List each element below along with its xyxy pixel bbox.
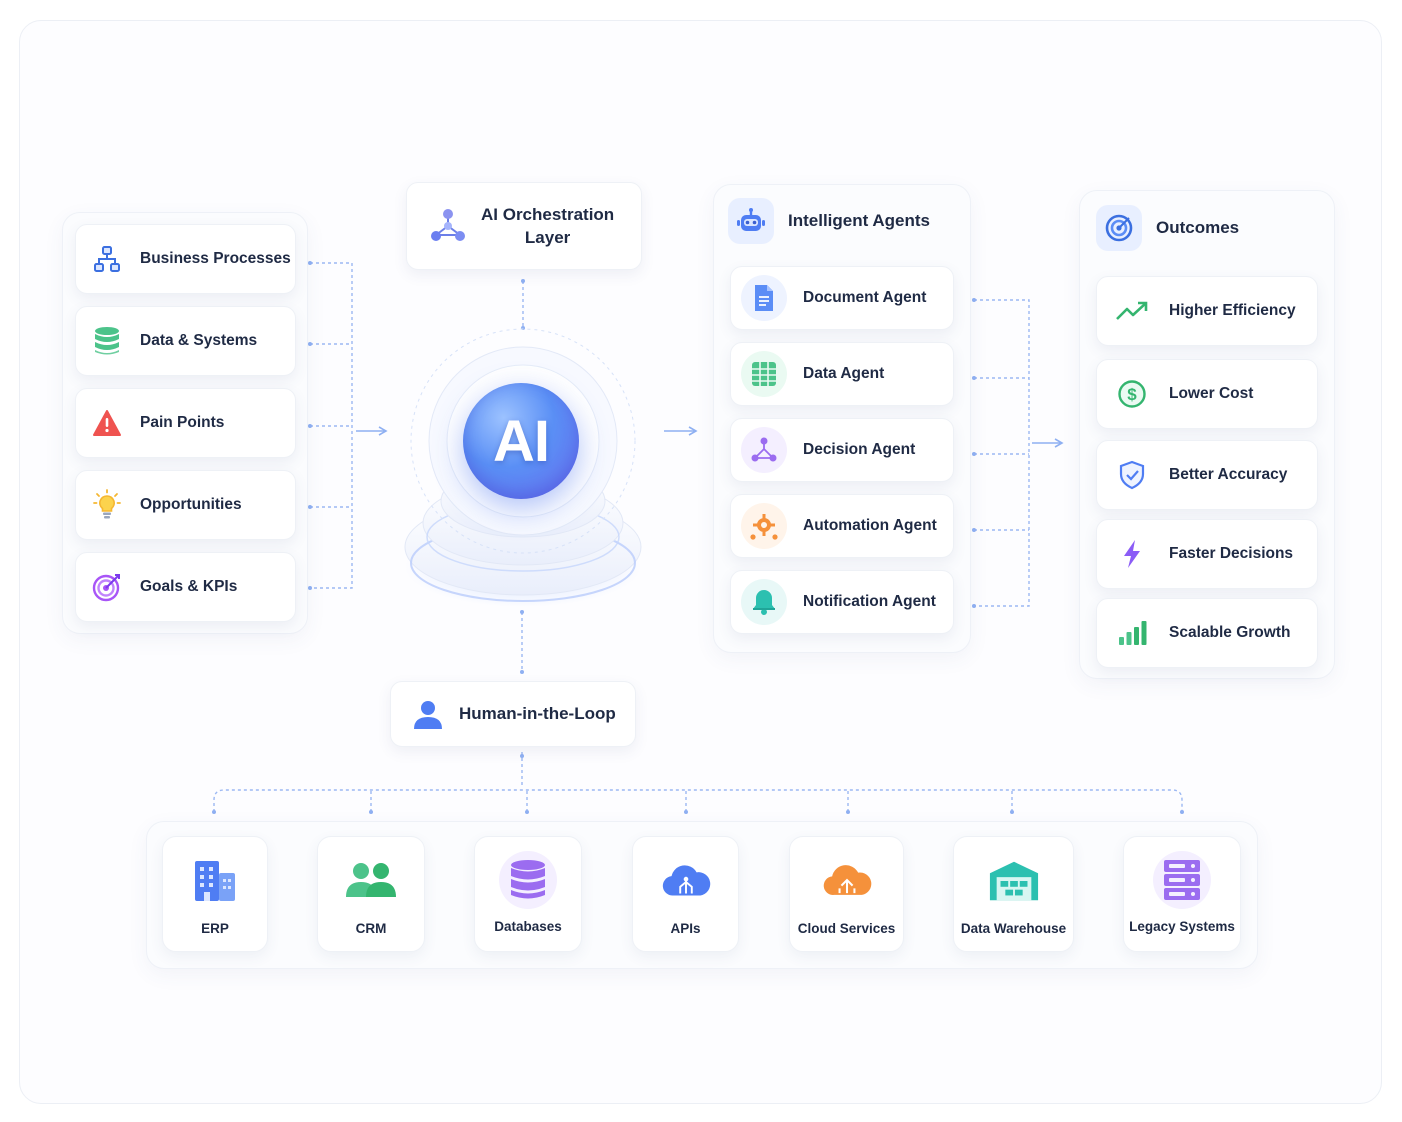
database-icon (499, 851, 557, 909)
system-label: Legacy Systems (1129, 919, 1235, 934)
cloud-network-icon (660, 855, 712, 907)
decision-tree-icon (741, 427, 787, 473)
grid-table-icon (741, 351, 787, 397)
system-label: Cloud Services (797, 921, 896, 936)
agents-header: Intelligent Agents (728, 198, 930, 244)
lightbulb-icon (92, 489, 122, 520)
shield-check-icon (1115, 460, 1149, 490)
input-card-business-processes[interactable]: Business Processes (75, 224, 296, 294)
system-card-erp[interactable]: ERP (162, 836, 268, 952)
system-card-legacy-systems[interactable]: Legacy Systems (1123, 836, 1241, 952)
outcomes-panel (1079, 190, 1335, 679)
system-card-cloud-services[interactable]: Cloud Services (789, 836, 904, 952)
network-icon (427, 205, 469, 247)
outcome-label: Better Accuracy (1169, 466, 1288, 483)
target-icon (92, 572, 122, 602)
database-stack-icon (92, 326, 122, 356)
human-label: Human-in-the-Loop (459, 704, 616, 723)
outcome-label: Scalable Growth (1169, 624, 1291, 641)
orchestration-title-line1: AI Orchestration (481, 205, 615, 224)
outcome-label: Lower Cost (1169, 385, 1254, 402)
ai-core-label: AI (493, 408, 550, 474)
target-icon (1096, 205, 1142, 251)
agents-title: Intelligent Agents (788, 211, 930, 230)
agent-label: Notification Agent (803, 593, 936, 610)
system-label: ERP (201, 921, 229, 936)
outcome-label: Higher Efficiency (1169, 302, 1296, 319)
system-card-crm[interactable]: CRM (317, 836, 425, 952)
input-card-opportunities[interactable]: Opportunities (75, 470, 296, 540)
agent-card-document[interactable]: Document Agent (730, 266, 954, 330)
input-label: Goals & KPIs (140, 578, 238, 595)
input-label: Opportunities (140, 496, 242, 513)
person-icon (411, 697, 445, 731)
svg-text:$: $ (1127, 385, 1137, 404)
input-label: Business Processes (140, 250, 291, 267)
outcomes-header: Outcomes (1096, 205, 1239, 251)
system-label: CRM (355, 921, 387, 936)
input-label: Pain Points (140, 414, 225, 431)
system-label: APIs (670, 921, 701, 936)
input-card-pain-points[interactable]: Pain Points (75, 388, 296, 458)
input-card-data-systems[interactable]: Data & Systems (75, 306, 296, 376)
dollar-icon: $ (1115, 379, 1149, 409)
agent-label: Data Agent (803, 365, 885, 382)
building-icon (189, 855, 241, 907)
gear-automation-icon (741, 503, 787, 549)
system-card-data-warehouse[interactable]: Data Warehouse (953, 836, 1074, 952)
trend-up-icon (1115, 296, 1149, 326)
outcomes-title: Outcomes (1156, 218, 1240, 237)
agent-card-data[interactable]: Data Agent (730, 342, 954, 406)
outcome-card-growth[interactable]: Scalable Growth (1096, 598, 1318, 668)
bell-icon (741, 579, 787, 625)
system-label: Databases (494, 919, 562, 934)
agent-label: Decision Agent (803, 441, 916, 458)
agent-card-notification[interactable]: Notification Agent (730, 570, 954, 634)
orchestration-title-line2: Layer (524, 228, 571, 247)
warning-icon (92, 408, 122, 438)
system-card-apis[interactable]: APIs (632, 836, 739, 952)
input-label: Data & Systems (140, 332, 258, 349)
ai-core[interactable]: AI (463, 383, 579, 499)
agent-label: Automation Agent (803, 517, 937, 534)
outcome-label: Faster Decisions (1169, 545, 1294, 562)
outcome-card-cost[interactable]: $ Lower Cost (1096, 359, 1318, 429)
bar-chart-icon (1115, 618, 1149, 648)
robot-icon (728, 198, 774, 244)
warehouse-icon (988, 855, 1040, 907)
flowchart-icon (92, 244, 122, 274)
outcome-card-decisions[interactable]: Faster Decisions (1096, 519, 1318, 589)
server-rack-icon (1153, 851, 1211, 909)
outcome-card-efficiency[interactable]: Higher Efficiency (1096, 276, 1318, 346)
cloud-upload-icon (821, 855, 873, 907)
agent-card-decision[interactable]: Decision Agent (730, 418, 954, 482)
human-in-the-loop-card[interactable]: Human-in-the-Loop (390, 681, 636, 747)
lightning-icon (1115, 539, 1149, 569)
outcome-card-accuracy[interactable]: Better Accuracy (1096, 440, 1318, 510)
orchestration-card[interactable]: AI Orchestration Layer (406, 182, 642, 270)
agent-label: Document Agent (803, 289, 927, 306)
document-icon (741, 275, 787, 321)
system-label: Data Warehouse (960, 921, 1067, 936)
system-card-databases[interactable]: Databases (474, 836, 582, 952)
agent-card-automation[interactable]: Automation Agent (730, 494, 954, 558)
users-icon (345, 855, 397, 907)
input-card-goals-kpis[interactable]: Goals & KPIs (75, 552, 296, 622)
